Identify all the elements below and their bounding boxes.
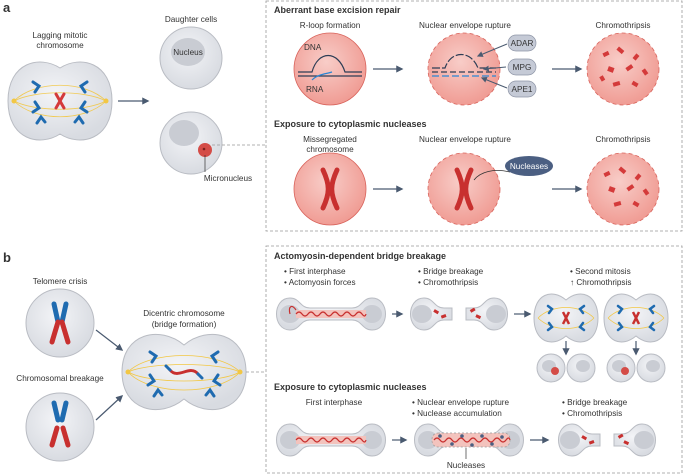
step3-bullet2: ↑ Chromothripsis	[570, 278, 631, 287]
panel-b-label: b	[3, 250, 11, 265]
breakage-title: Chromosomal breakage	[16, 374, 104, 383]
enzyme-ape1: APE1	[512, 85, 533, 94]
micronucleus	[198, 143, 212, 157]
nuclease-dots	[438, 434, 504, 447]
nucleases-label-b: Nucleases	[447, 461, 485, 470]
enzyme-group: ADAR MPG APE1	[476, 34, 537, 98]
lagging-title-line1: Lagging mitotic	[32, 31, 87, 40]
panel-a-box	[265, 0, 683, 232]
bridge-cell-6	[558, 423, 656, 457]
misseg-title-line1: Missegregated	[303, 135, 357, 144]
nucleus-label: Nucleus	[173, 48, 203, 57]
nucleases-label-a: Nucleases	[510, 162, 548, 171]
rna-label: RNA	[306, 85, 324, 94]
mitotic-cell	[7, 61, 113, 141]
step6-bullet2: • Chromothripsis	[562, 409, 622, 418]
bridge-cell-4	[276, 423, 386, 457]
panel-a-label: a	[3, 0, 11, 15]
step1-bullet2: • Actomyosin forces	[284, 278, 356, 287]
ner1-nucleus	[427, 32, 501, 106]
lagging-title-line2: chromosome	[36, 41, 84, 50]
section-a2-title: Exposure to cytoplasmic nucleases	[274, 119, 427, 129]
rloop-nucleus	[293, 32, 367, 106]
step2-bullet1: • Bridge breakage	[418, 267, 484, 276]
section-b1-title: Actomyosin-dependent bridge breakage	[274, 251, 446, 261]
step6-bullet1: • Bridge breakage	[562, 398, 628, 407]
rloop-title: R-loop formation	[300, 21, 361, 30]
bridge-cell-5	[414, 423, 524, 459]
nucleases-bubble-a	[505, 156, 553, 176]
step5-bullet2: • Nuclease accumulation	[412, 409, 502, 418]
dicentric-title-line2: (bridge formation)	[152, 320, 217, 329]
dicentric-cell	[121, 333, 247, 411]
panel-b-box	[265, 245, 683, 474]
chromothripsis2-nucleus	[586, 152, 660, 226]
daughter-cell-bottom	[159, 111, 223, 175]
step2-bullet2: • Chromothripsis	[418, 278, 478, 287]
section-b2-title: Exposure to cytoplasmic nucleases	[274, 382, 427, 392]
lagging-chromosome	[54, 92, 66, 110]
step3-bullet1: • Second mitosis	[570, 267, 631, 276]
telomere-cell	[25, 288, 95, 358]
second-mitosis-daughters	[536, 353, 666, 383]
bridge-cell-1	[276, 297, 386, 331]
misseg-title-line2: chromosome	[306, 145, 354, 154]
step1-bullet1: • First interphase	[284, 267, 346, 276]
chromothripsis1-nucleus	[586, 32, 660, 106]
step5-bullet1: • Nuclear envelope rupture	[412, 398, 510, 407]
dicentric-title-line1: Dicentric chromosome	[143, 309, 225, 318]
ner2-title: Nuclear envelope rupture	[419, 135, 511, 144]
breakage-cell	[25, 392, 95, 462]
telomere-title: Telomere crisis	[33, 277, 88, 286]
daughter-cells-title: Daughter cells	[165, 15, 217, 24]
dna-label: DNA	[304, 43, 322, 52]
section-a1-title: Aberrant base excision repair	[274, 5, 401, 15]
bridge-cell-2	[410, 297, 508, 331]
first-interphase-label: First interphase	[306, 398, 363, 407]
second-mitosis-cell-right	[603, 293, 669, 343]
chromothripsis1-title: Chromothripsis	[595, 21, 650, 30]
chromothripsis2-title: Chromothripsis	[595, 135, 650, 144]
micronucleus-label: Micronucleus	[204, 174, 252, 183]
ner1-title: Nuclear envelope rupture	[419, 21, 511, 30]
daughter-cell-top: Nucleus	[159, 26, 223, 90]
ner2-nucleus	[427, 152, 511, 226]
misseg-nucleus	[293, 152, 367, 226]
enzyme-mpg: MPG	[513, 63, 532, 72]
enzyme-adar: ADAR	[511, 39, 534, 48]
second-mitosis-cell-left	[533, 293, 599, 343]
